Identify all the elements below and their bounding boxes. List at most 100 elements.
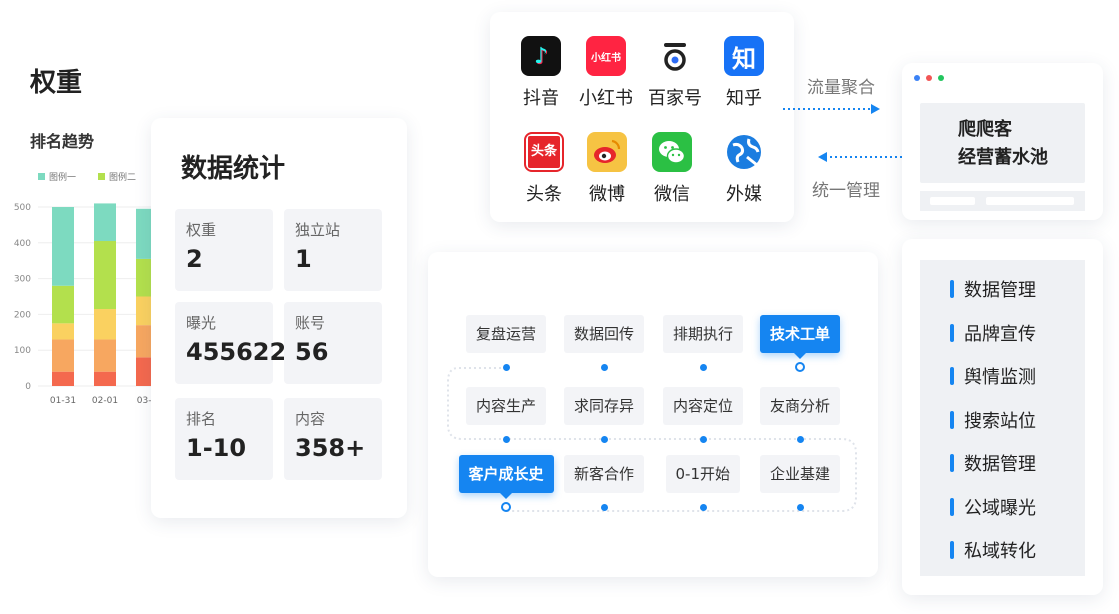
x-tick-label: 01-31	[50, 396, 76, 406]
stat-ranking: 排名 1-10	[175, 398, 273, 480]
globe-icon	[724, 132, 764, 172]
pool-title-box: 爬爬客 经营蓄水池	[920, 103, 1085, 183]
platform-baijiahao[interactable]: 百家号	[640, 36, 710, 110]
legend-item-2: 图例二	[98, 170, 136, 183]
menu-item[interactable]: 公域曝光	[950, 494, 1036, 520]
stat-value: 1-10	[186, 434, 247, 462]
process-dot	[699, 363, 707, 371]
stat-value: 56	[295, 338, 329, 366]
platform-douyin[interactable]: ♪ 抖音	[506, 36, 576, 110]
y-tick-label: 100	[14, 346, 31, 356]
window-dot	[926, 75, 932, 81]
platform-xiaohongshu[interactable]: 小红书 小红书	[571, 36, 641, 110]
process-ring-marker	[501, 502, 511, 512]
bar-segment	[94, 339, 116, 372]
process-node[interactable]: 客户成长史	[458, 455, 554, 493]
chart-legend: 图例一 图例二	[38, 170, 136, 183]
platform-zhihu[interactable]: 知 知乎	[709, 36, 779, 110]
traffic-aggregation-label: 流量聚合	[807, 78, 875, 98]
placeholder-bar	[986, 197, 1074, 205]
weight-title: 权重	[30, 68, 83, 98]
platform-toutiao[interactable]: 头条 头条	[509, 132, 579, 206]
active-node-pointer	[500, 493, 512, 499]
process-node[interactable]: 内容生产	[466, 387, 547, 425]
bar-segment	[52, 285, 74, 324]
menu-item-label: 舆情监测	[964, 367, 1036, 388]
process-ring-marker	[795, 362, 805, 372]
menu-item[interactable]: 私域转化	[950, 537, 1036, 563]
legend-label: 图例一	[49, 173, 77, 183]
menu-item[interactable]: 舆情监测	[950, 363, 1036, 389]
process-node[interactable]: 内容定位	[663, 387, 744, 425]
platform-wechat[interactable]: 微信	[637, 132, 707, 206]
process-dot	[600, 503, 608, 511]
menu-item-marker	[950, 541, 954, 559]
menu-item[interactable]: 搜索站位	[950, 407, 1036, 433]
bar-segment	[52, 323, 74, 340]
pool-brand: 爬爬客	[958, 119, 1012, 140]
legend-label: 图例二	[109, 173, 137, 183]
stat-content: 内容 358+	[284, 398, 382, 480]
process-path	[447, 367, 857, 512]
process-flow-card: 复盘运营数据回传排期执行技术工单内容生产求同存异内容定位友商分析客户成长史新客合…	[428, 252, 878, 577]
process-node[interactable]: 新客合作	[564, 455, 645, 493]
process-node[interactable]: 求同存异	[564, 387, 645, 425]
process-node[interactable]: 数据回传	[564, 315, 645, 353]
process-dot	[600, 363, 608, 371]
bar-segment	[94, 203, 116, 242]
legend-swatch	[98, 173, 106, 180]
process-node[interactable]: 复盘运营	[466, 315, 547, 353]
menu-item-label: 品牌宣传	[964, 323, 1036, 345]
menu-item[interactable]: 数据管理	[950, 450, 1036, 476]
legend-swatch	[38, 173, 45, 180]
menu-item-marker	[950, 323, 954, 342]
bar-segment	[94, 371, 116, 386]
stat-independent-site: 独立站 1	[284, 209, 382, 291]
platform-name: 抖音	[523, 88, 559, 109]
y-tick-label: 0	[25, 382, 31, 392]
process-node[interactable]: 技术工单	[760, 315, 841, 353]
stat-value: 455622	[186, 338, 287, 366]
stat-label: 权重	[186, 221, 217, 239]
process-dot	[796, 503, 804, 511]
y-tick-label: 300	[14, 275, 31, 285]
stat-label: 独立站	[295, 221, 341, 239]
stat-label: 排名	[186, 410, 217, 428]
menu-item-label: 数据管理	[964, 454, 1036, 475]
stat-accounts: 账号 56	[284, 302, 382, 384]
stat-weight: 权重 2	[175, 209, 273, 291]
pool-footer-bar	[920, 191, 1085, 211]
bar-segment	[52, 339, 74, 372]
stats-title: 数据统计	[181, 154, 286, 184]
menu-item-label: 公域曝光	[964, 497, 1036, 519]
platform-weibo[interactable]: 微博	[572, 132, 642, 206]
data-statistics-card: 数据统计 权重 2 独立站 1 曝光 455622 账号 56 排名 1-10 …	[151, 118, 407, 518]
operations-pool-card: 爬爬客 经营蓄水池	[902, 63, 1103, 220]
bar-segment	[52, 371, 74, 386]
process-dot	[502, 363, 510, 371]
platform-foreign-media[interactable]: 外媒	[709, 132, 779, 206]
menu-item[interactable]: 品牌宣传	[950, 320, 1036, 346]
placeholder-bar	[930, 197, 975, 205]
y-tick-label: 200	[14, 310, 31, 320]
bar-segment	[94, 241, 116, 310]
capabilities-menu-card: 数据管理品牌宣传舆情监测搜索站位数据管理公域曝光私域转化	[902, 239, 1103, 595]
menu-item[interactable]: 数据管理	[950, 276, 1036, 302]
process-node[interactable]: 企业基建	[760, 455, 841, 493]
menu-item-marker	[950, 280, 954, 298]
y-tick-label: 400	[14, 239, 31, 249]
platform-name: 微博	[589, 184, 625, 205]
process-node[interactable]: 排期执行	[663, 315, 744, 353]
arrow-right-icon	[783, 104, 880, 114]
xiaohongshu-icon: 小红书	[586, 36, 626, 76]
process-node[interactable]: 0-1开始	[665, 455, 740, 493]
platform-name: 知乎	[726, 88, 762, 109]
wechat-icon	[652, 132, 692, 172]
legend-item-1: 图例一	[38, 170, 76, 183]
platform-name: 头条	[526, 184, 562, 205]
stat-exposure: 曝光 455622	[175, 302, 286, 384]
process-node[interactable]: 友商分析	[760, 387, 841, 425]
stat-value: 1	[295, 245, 312, 273]
process-dot	[600, 435, 608, 443]
